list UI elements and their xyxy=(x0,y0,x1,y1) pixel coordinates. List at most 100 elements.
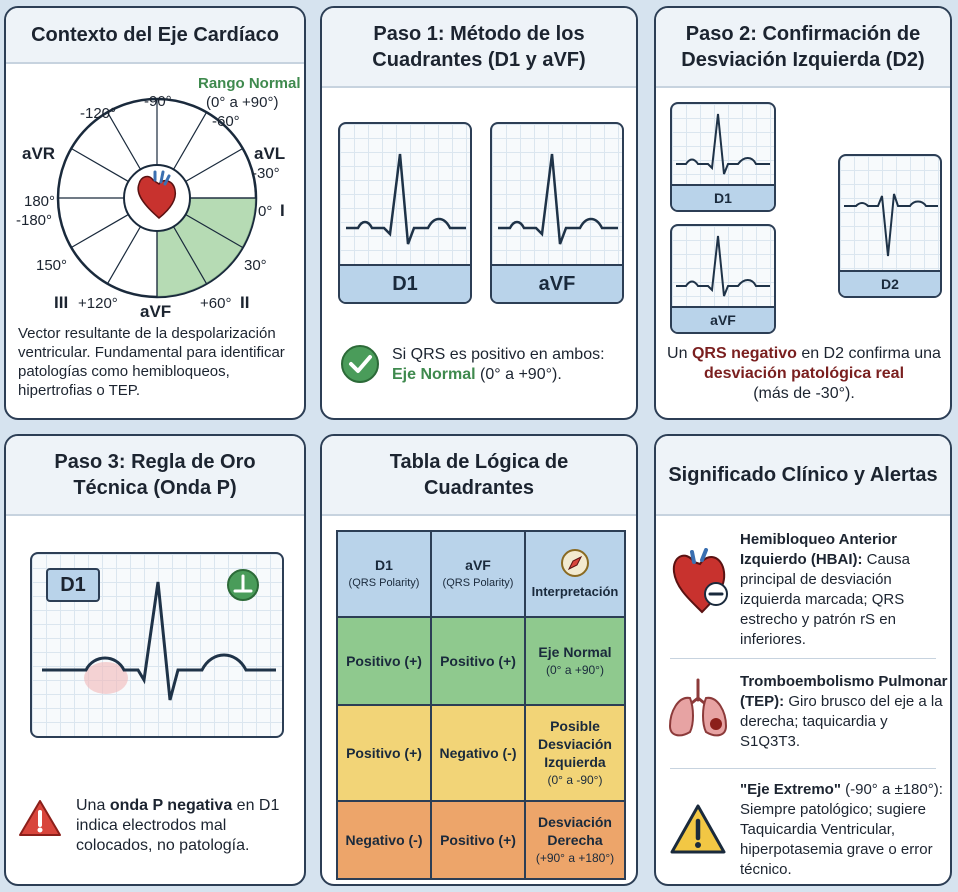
angle-m120: -120° xyxy=(80,105,117,122)
warning-icon xyxy=(670,804,726,854)
header-sub: (QRS Polarity) xyxy=(442,577,514,589)
card-title: Paso 2: Confirmación de Desviación Izqui… xyxy=(656,8,950,88)
cell-avf: Positivo (+) xyxy=(430,800,526,880)
card-title: Paso 3: Regla de Oro Técnica (Onda P) xyxy=(6,436,304,516)
card-title-text: Contexto del Eje Cardíaco xyxy=(31,24,279,46)
angle-60: +60° xyxy=(200,295,232,312)
note-prefix: Si QRS es positivo en ambos: xyxy=(392,346,605,363)
alert-title: Hemibloqueo Anterior Izquierdo (HBAI): xyxy=(740,531,897,568)
interp-text: Posible Desviación Izquierda xyxy=(538,718,612,770)
normal-range-sector xyxy=(157,198,256,297)
interp-text: Desviación Derecha xyxy=(538,814,612,848)
interp-text: Eje Normal xyxy=(538,644,612,660)
card-title: Paso 1: Método de los Cuadrantes (D1 y a… xyxy=(322,8,636,88)
lead-avf: aVF xyxy=(140,302,172,321)
cell-d1: Positivo (+) xyxy=(336,616,432,706)
cell-interpretation: Desviación Derecha (+90° a +180°) xyxy=(524,800,626,880)
ecg-label: aVF xyxy=(492,264,622,302)
note-part: (más de -30°). xyxy=(753,385,855,402)
card-step1-quadrants: Paso 1: Método de los Cuadrantes (D1 y a… xyxy=(320,6,638,420)
ground-icon xyxy=(227,569,259,601)
note-highlight: QRS negativo xyxy=(691,345,797,362)
divider xyxy=(670,768,936,769)
ecg-d1-large: D1 xyxy=(30,552,284,738)
warning-icon xyxy=(19,800,61,836)
table-header-row: D1(QRS Polarity) aVF(QRS Polarity) Inter… xyxy=(336,530,626,618)
lead-avl: aVL xyxy=(254,144,286,163)
cell-interpretation: Eje Normal (0° a +90°) xyxy=(524,616,626,706)
card-step2-left-deviation: Paso 2: Confirmación de Desviación Izqui… xyxy=(654,6,952,420)
heart-block-icon xyxy=(672,548,728,614)
angle-180: 180° xyxy=(24,193,56,210)
hexaxial-diagram xyxy=(56,97,258,299)
ecg-d2-panel: D2 xyxy=(838,154,942,298)
normal-range-title: Rango Normal xyxy=(198,75,301,92)
card-title-text: Paso 2: Confirmación de Desviación Izqui… xyxy=(681,23,925,71)
header-cell: Interpretación xyxy=(524,530,626,618)
note-highlight: Eje Normal xyxy=(392,366,476,383)
note-part: Una xyxy=(76,797,106,814)
ecg-avf-panel: aVF xyxy=(490,122,624,304)
ecg-d1-small: D1 xyxy=(670,102,776,212)
logic-table: D1(QRS Polarity) aVF(QRS Polarity) Inter… xyxy=(336,530,626,880)
interp-range: (+90° a +180°) xyxy=(535,851,615,865)
angle-m180: -180° xyxy=(16,212,53,229)
card-cardiac-axis-context: Contexto del Eje Cardíaco Rango Normal (… xyxy=(4,6,306,420)
ecg-label: D1 xyxy=(340,264,470,302)
angle-m90: -90° xyxy=(144,93,172,110)
cell-interpretation: Posible Desviación Izquierda (0° a -90°) xyxy=(524,704,626,802)
card-title-text: Significado Clínico y Alertas xyxy=(668,464,938,486)
header-cell: D1(QRS Polarity) xyxy=(336,530,432,618)
cell-d1: Positivo (+) xyxy=(336,704,432,802)
alert-hbai: Hemibloqueo Anterior Izquierdo (HBAI): C… xyxy=(740,530,948,650)
alert-extreme-axis: "Eje Extremo" (-90° a ±180°): Siempre pa… xyxy=(740,780,950,880)
ecg-avf-small: aVF xyxy=(670,224,776,334)
angle-m60: -60° xyxy=(212,113,240,130)
ecg-trace xyxy=(676,235,770,297)
card-step3-p-wave: Paso 3: Regla de Oro Técnica (Onda P) D1… xyxy=(4,434,306,886)
angle-m30: -30° xyxy=(252,165,280,182)
divider xyxy=(670,658,936,659)
card-clinical-significance: Significado Clínico y Alertas Hemibloque… xyxy=(654,434,952,886)
card-title-text: Paso 3: Regla de Oro Técnica (Onda P) xyxy=(54,451,256,499)
card-title: Significado Clínico y Alertas xyxy=(656,436,950,516)
lead-i: I xyxy=(280,201,285,220)
note-highlight: desviación patológica real xyxy=(703,365,905,382)
angle-120: +120° xyxy=(78,295,118,312)
lead-tag: D1 xyxy=(46,568,100,602)
note-part: en D2 confirma una xyxy=(801,345,941,362)
card-title: Tabla de Lógica de Cuadrantes xyxy=(322,436,636,516)
cell-avf: Negativo (-) xyxy=(430,704,526,802)
alert-title: "Eje Extremo" xyxy=(740,781,841,798)
interp-range: (0° a -90°) xyxy=(547,773,603,787)
angle-0: 0° xyxy=(258,203,273,220)
axis-description: Vector resultante de la despolarización … xyxy=(18,325,285,399)
note-part: Un xyxy=(667,345,688,362)
normal-range-value: (0° a +90°) xyxy=(206,94,279,111)
table-row: Negativo (-) Positivo (+) Desviación Der… xyxy=(336,800,626,880)
step2-note: Un QRS negativo en D2 confirma una desvi… xyxy=(666,344,942,404)
ecg-trace xyxy=(498,153,618,245)
note-suffix: (0° a +90°). xyxy=(480,366,562,383)
lungs-icon xyxy=(668,678,728,737)
alert-title: Tromboembolismo Pulmonar (TEP): xyxy=(740,673,948,710)
lead-ii: II xyxy=(240,293,250,312)
cell-avf: Positivo (+) xyxy=(430,616,526,706)
alert-range: (-90° a ±180°): xyxy=(845,781,943,798)
ecg-label: aVF xyxy=(672,306,774,332)
card-quadrant-logic-table: Tabla de Lógica de Cuadrantes D1(QRS Pol… xyxy=(320,434,638,886)
lead-iii: III xyxy=(54,293,69,312)
step1-note: Si QRS es positivo en ambos: Eje Normal … xyxy=(392,345,632,385)
card-title-text: Paso 1: Método de los Cuadrantes (D1 y a… xyxy=(372,23,586,71)
angle-30: 30° xyxy=(244,257,267,274)
note-part: en D1 indica electrodos mal colocados, n… xyxy=(76,797,280,854)
lead-avr: aVR xyxy=(22,144,56,163)
compass-icon xyxy=(561,548,589,577)
card-title: Contexto del Eje Cardíaco xyxy=(6,8,304,64)
check-icon xyxy=(341,345,379,383)
ecg-d1-panel: D1 xyxy=(338,122,472,304)
header-main: D1 xyxy=(375,557,393,573)
alert-text: Giro brusco del eje a la derecha; taquic… xyxy=(740,693,943,750)
ecg-trace xyxy=(676,113,770,175)
interp-range: (0° a +90°) xyxy=(546,663,604,677)
